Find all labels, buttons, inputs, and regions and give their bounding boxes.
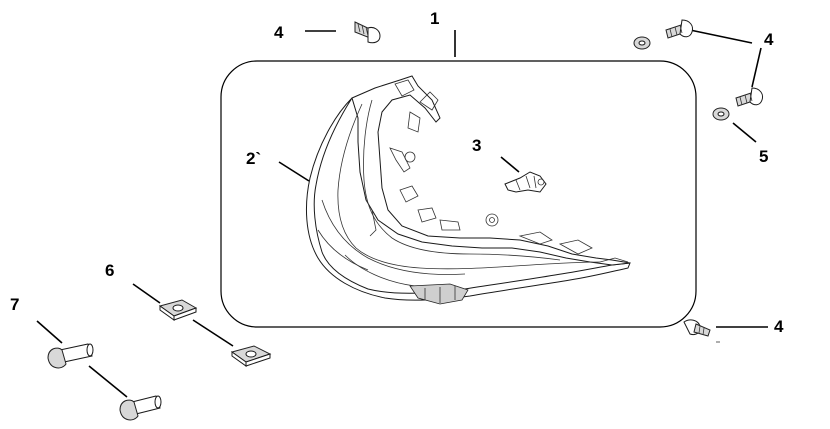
leader-7a: [36, 320, 63, 344]
leader-7b: [88, 365, 128, 398]
screw-top-right: [665, 19, 693, 39]
clip-nut-upper: [158, 299, 198, 321]
leader-3: [500, 156, 520, 173]
washer-right: [712, 107, 730, 121]
leader-6b: [192, 319, 234, 347]
callout-4-top: 4: [274, 23, 284, 42]
callout-2: 2`: [246, 149, 261, 168]
screw-right: [735, 87, 763, 107]
bulb-socket-part: [504, 171, 547, 193]
clip-nut-lower: [230, 345, 272, 367]
leader-2: [278, 161, 310, 182]
callout-6: 6: [105, 261, 114, 280]
push-rivet-lower: [119, 395, 162, 421]
callout-3: 3: [472, 136, 481, 155]
leader-6a: [132, 283, 161, 304]
assembly-boundary: [220, 60, 697, 328]
headlight-cover-part: [305, 75, 631, 305]
leader-4-right-b: [751, 47, 762, 88]
callout-5: 5: [759, 147, 768, 166]
leader-4-right-a: [689, 29, 753, 44]
callout-7: 7: [10, 295, 19, 314]
callout-4-right: 4: [764, 30, 774, 49]
push-rivet-upper: [47, 343, 94, 369]
callout-4-bottom: 4: [774, 317, 784, 336]
screw-top: [354, 21, 381, 44]
callout-1: 1: [430, 9, 439, 28]
leader-5: [732, 122, 757, 143]
screw-bottom-right: [683, 319, 720, 343]
washer-top: [633, 36, 651, 50]
